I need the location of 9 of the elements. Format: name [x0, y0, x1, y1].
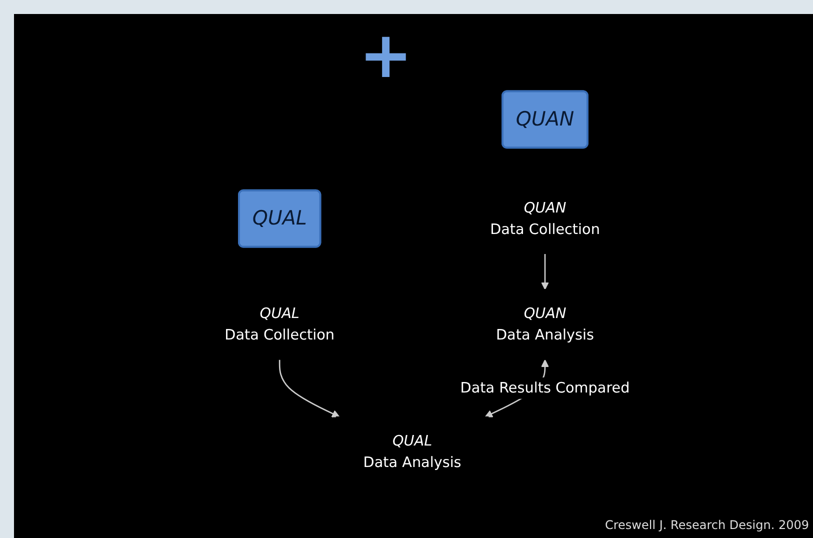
citation: Creswell J. Research Design. 2009: [605, 518, 809, 532]
node-text: QUAN Data Analysis: [496, 304, 594, 344]
node-text: QUAL Data Collection: [224, 304, 335, 344]
arrow: [279, 359, 340, 418]
node-text: QUAN Data Collection: [490, 198, 600, 238]
edge-label: Data Results Compared: [460, 379, 630, 396]
plus-sign: +: [359, 24, 413, 88]
node-text: QUAL Data Analysis: [364, 432, 462, 471]
arrow: [541, 254, 550, 290]
